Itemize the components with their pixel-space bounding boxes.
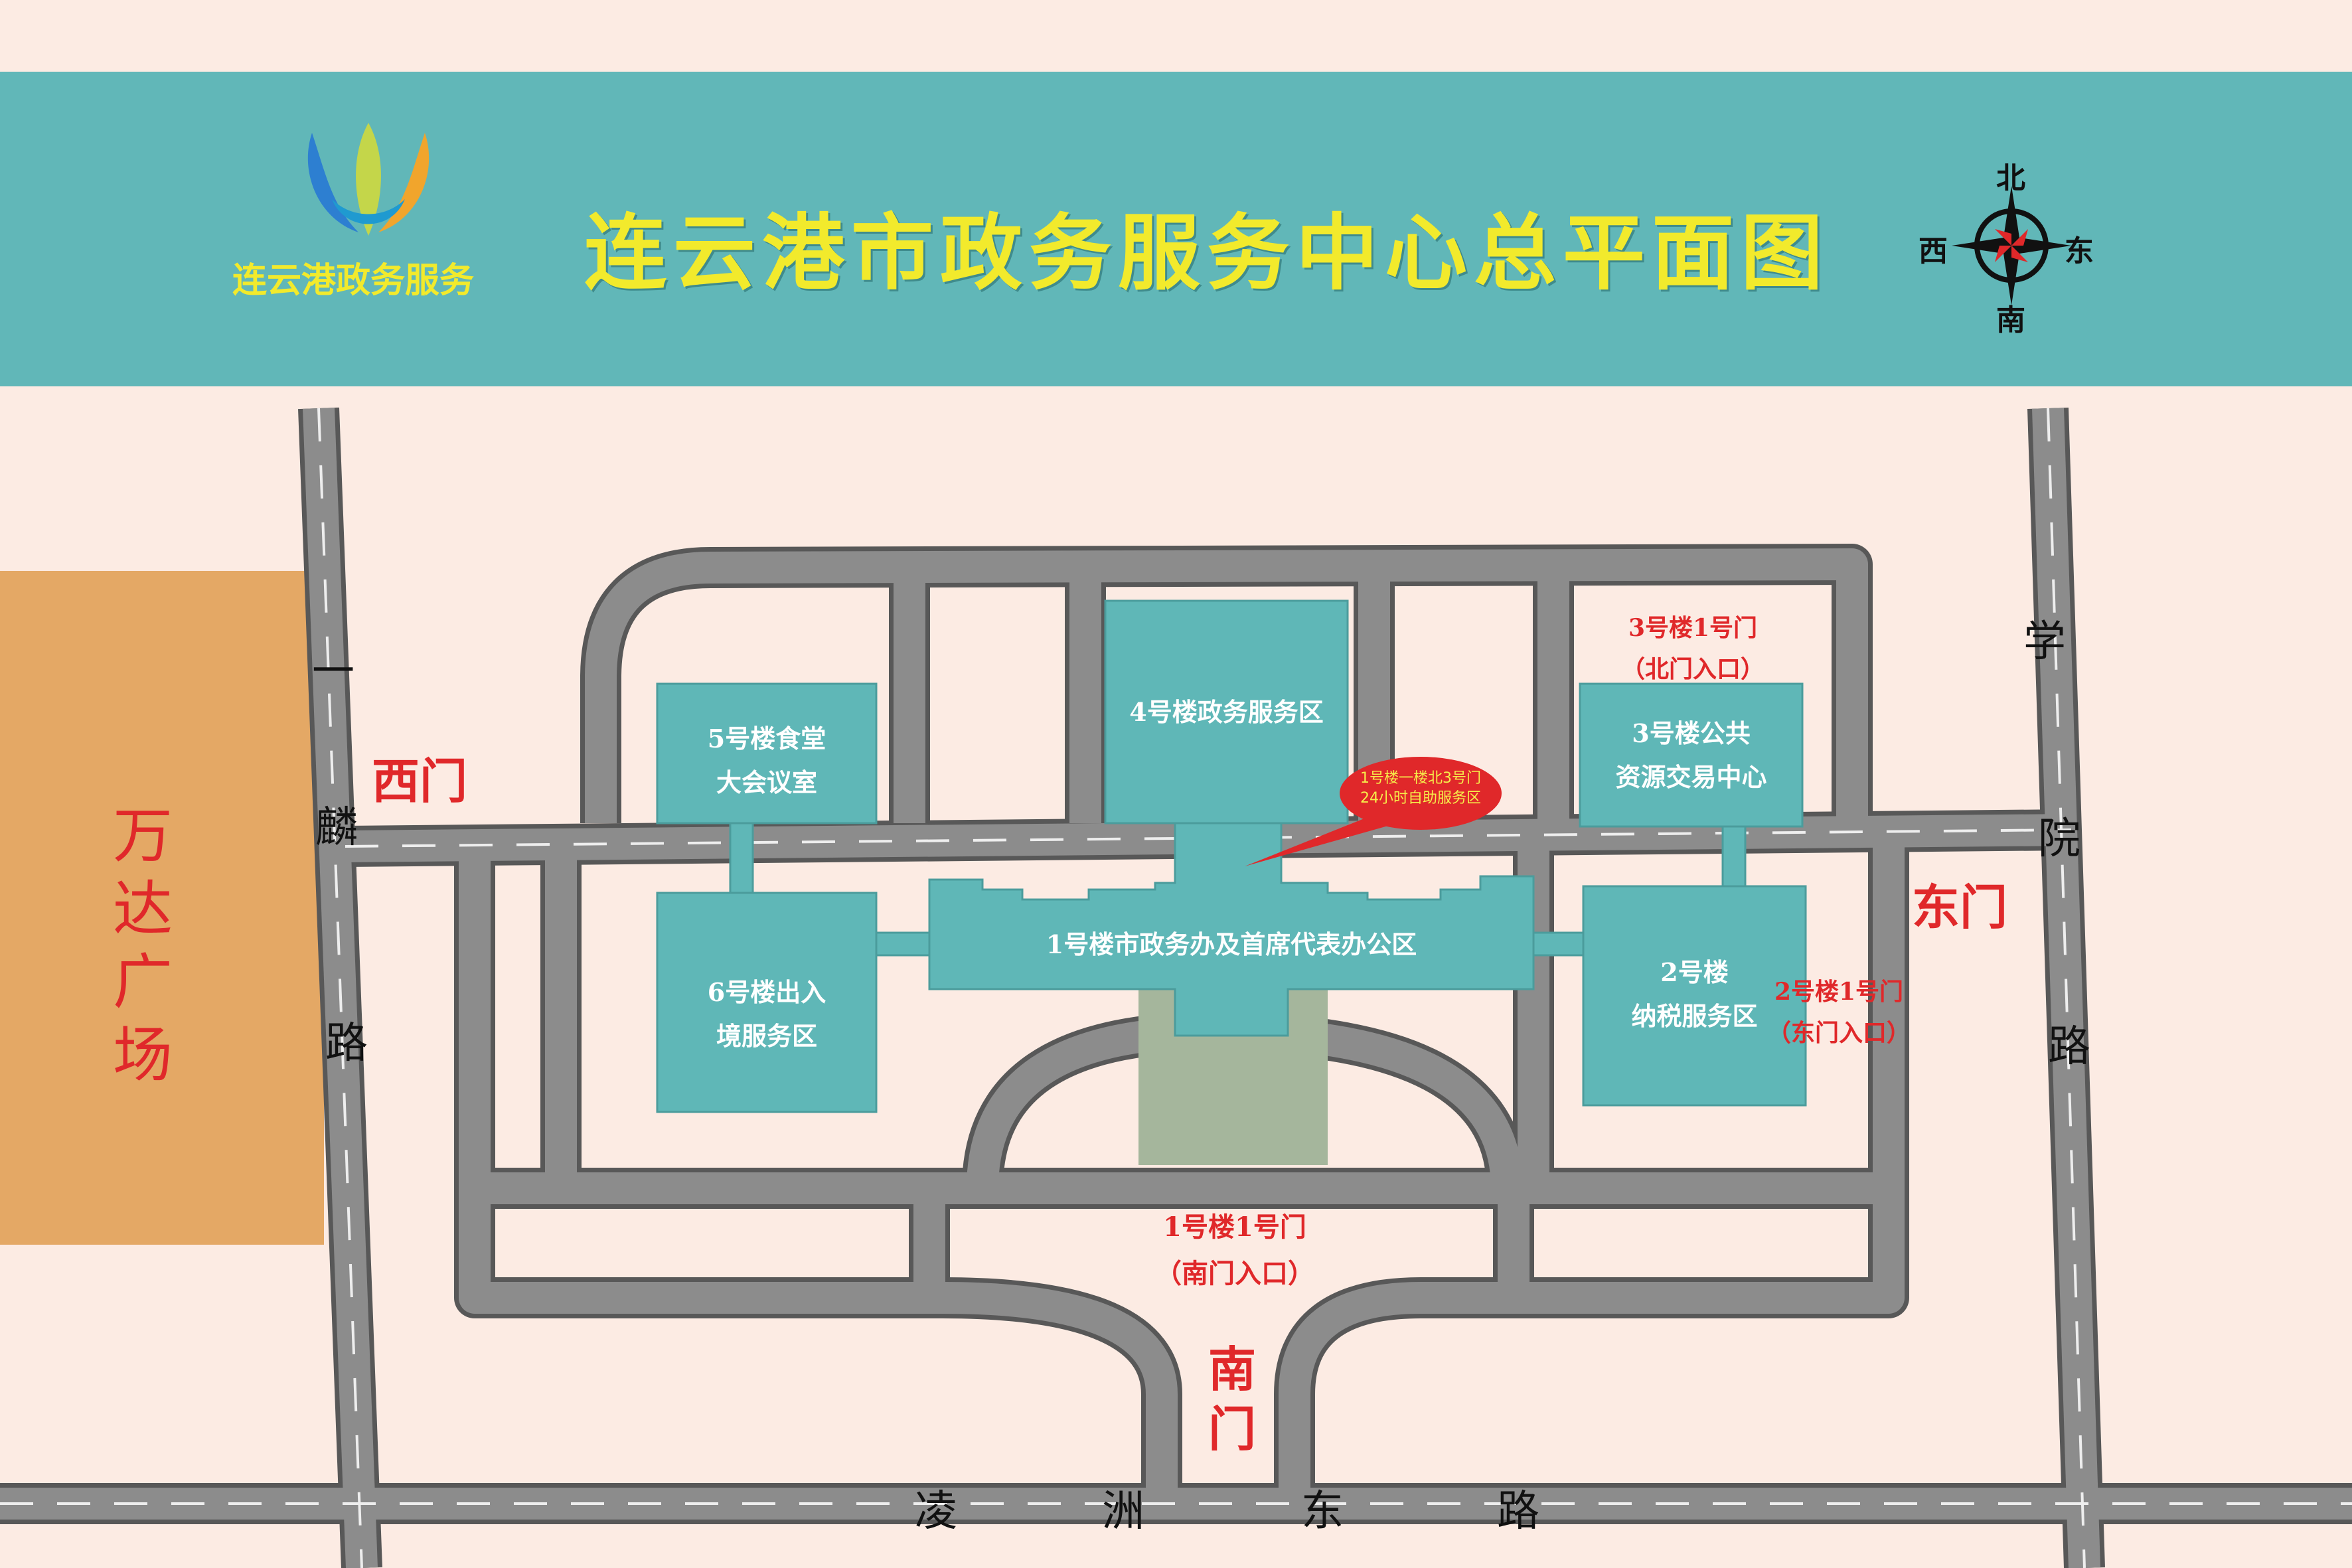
building-3-door-label: 3号楼1号门（北门入口） bbox=[1620, 614, 1764, 683]
building-6 bbox=[656, 892, 878, 1113]
west-gate-label: 西门 bbox=[372, 753, 468, 809]
building-5-label: 5号楼食堂大会议室 bbox=[707, 724, 826, 797]
east-gate-label: 东门 bbox=[1912, 879, 2008, 935]
logo-text: 连云港政务服务 bbox=[232, 260, 475, 301]
west-road-char-2: 麟 bbox=[315, 803, 358, 852]
south-gate-label: 南门 bbox=[1208, 1341, 1257, 1457]
compass-east: 东 bbox=[2065, 234, 2094, 268]
building-4 bbox=[1104, 599, 1349, 824]
compass-west: 西 bbox=[1919, 234, 1948, 268]
page-title: 连云港市政务服务中心总平面图 bbox=[584, 205, 1830, 301]
building-3 bbox=[1579, 682, 1804, 828]
building-4-label: 4号楼政务服务区 bbox=[1129, 697, 1324, 727]
building-2-label: 2号楼纳税服务区 bbox=[1631, 957, 1758, 1031]
building-5 bbox=[656, 682, 878, 824]
compass-south: 南 bbox=[1996, 303, 2025, 337]
wanda-plaza bbox=[0, 571, 324, 1245]
link-1-2 bbox=[1532, 931, 1588, 957]
compass-icon bbox=[1952, 186, 2071, 305]
south-road-char-2: 洲 bbox=[1102, 1487, 1144, 1536]
wanda-plaza-label: 万 达 广 场 bbox=[113, 801, 173, 1090]
east-road-char-3: 路 bbox=[2048, 1022, 2090, 1071]
south-road-char-4: 路 bbox=[1497, 1487, 1539, 1536]
building-1 bbox=[928, 822, 1535, 1037]
logo-icon bbox=[307, 123, 430, 236]
link-5-6 bbox=[729, 822, 754, 894]
west-road-char-1: 一 bbox=[312, 647, 354, 696]
building-1-door-label: 1号楼1号门（南门入口） bbox=[1155, 1212, 1314, 1289]
east-road-char-1: 学 bbox=[2023, 617, 2066, 666]
building-3-label: 3号楼公共资源交易中心 bbox=[1615, 718, 1767, 792]
building-2 bbox=[1582, 885, 1807, 1107]
callout-bubble bbox=[1245, 757, 1502, 866]
link-3-2 bbox=[1721, 825, 1747, 894]
south-road-char-3: 东 bbox=[1301, 1487, 1344, 1536]
east-road-char-2: 院 bbox=[2038, 815, 2080, 864]
link-6-1 bbox=[875, 931, 931, 957]
building-6-label: 6号楼出入境服务区 bbox=[707, 977, 826, 1051]
compass-north: 北 bbox=[1996, 161, 2025, 195]
south-road-char-1: 凌 bbox=[915, 1487, 957, 1536]
building-1-label: 1号楼市政务办及首席代表办公区 bbox=[1046, 929, 1417, 959]
building-2-door-label: 2号楼1号门（东门入口） bbox=[1766, 978, 1911, 1047]
west-road-char-3: 路 bbox=[325, 1019, 368, 1068]
header-band bbox=[0, 72, 2352, 386]
